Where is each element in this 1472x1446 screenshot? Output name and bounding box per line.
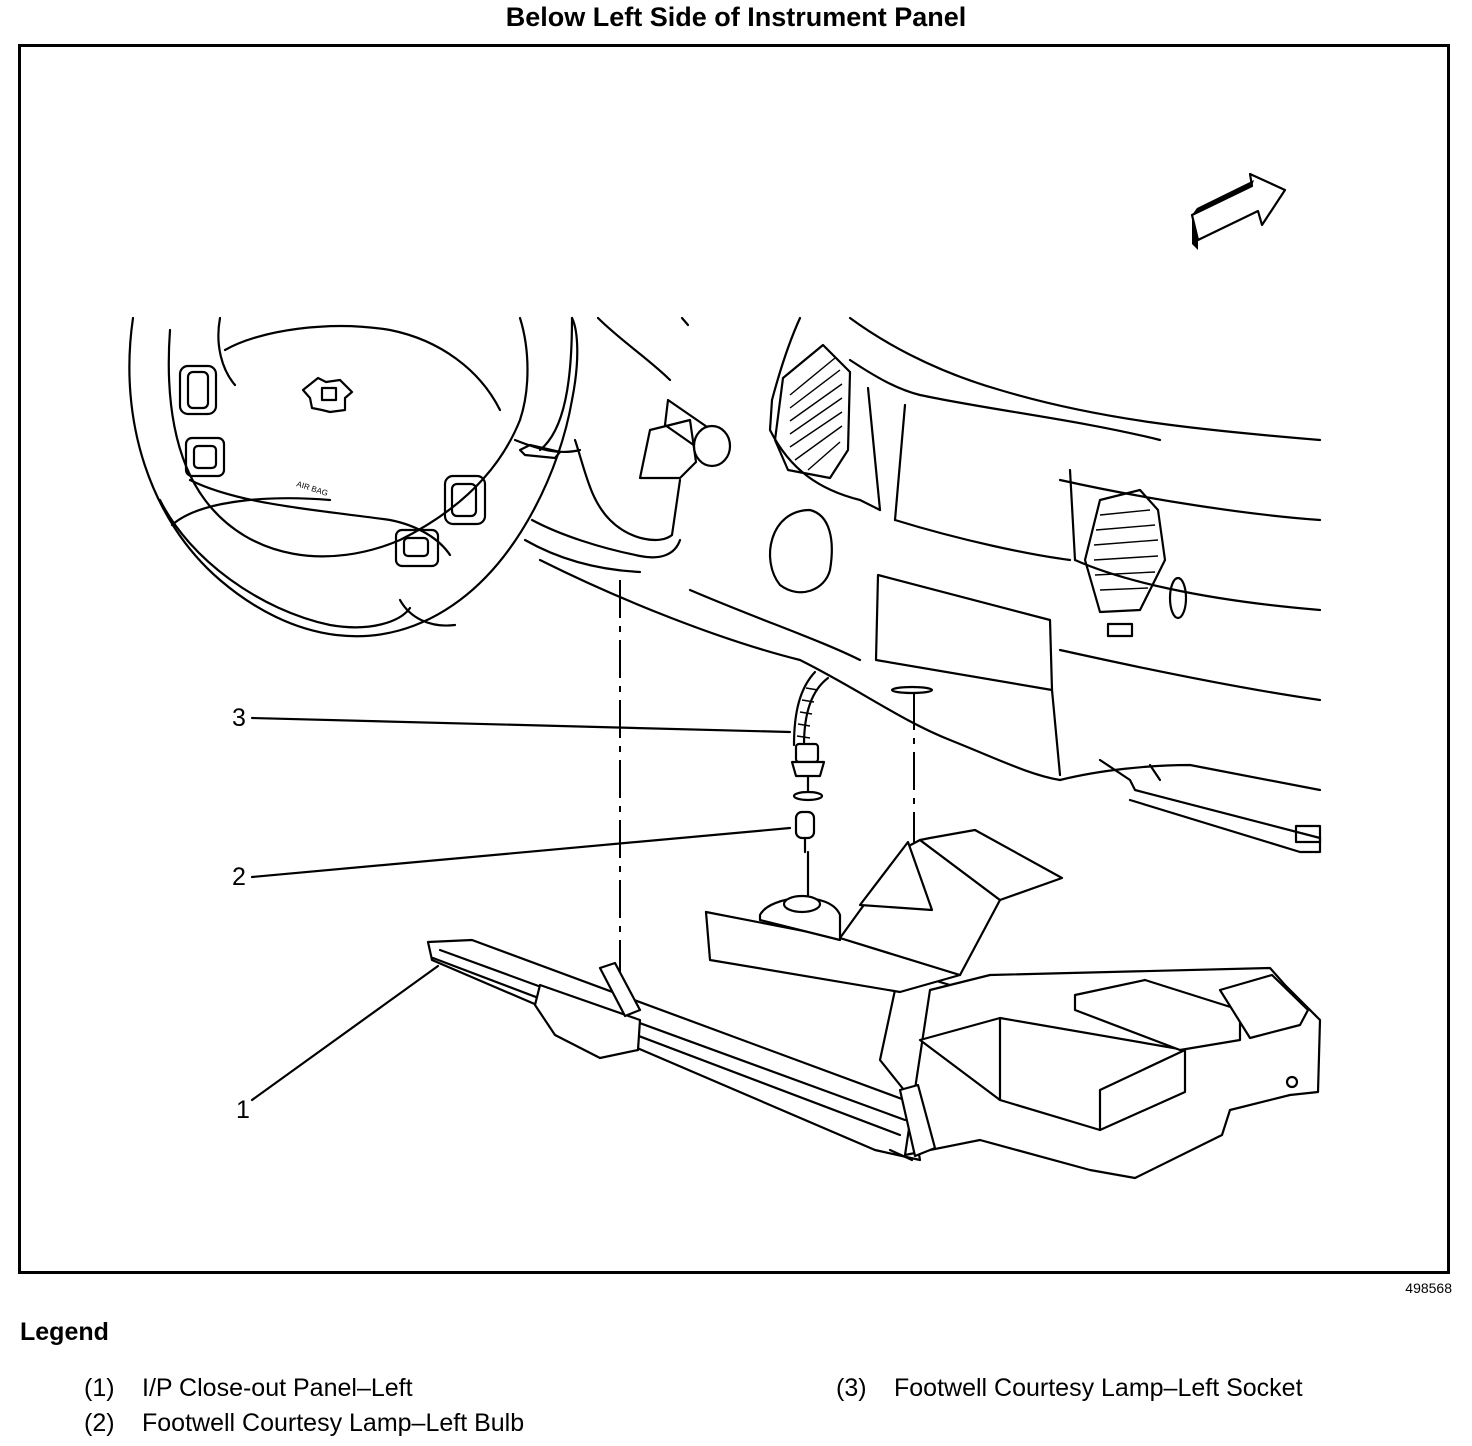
legend-item-label: Footwell Courtesy Lamp–Left Socket [894,1374,1303,1402]
callout-2: 2 [232,863,246,891]
legend-item-label: I/P Close-out Panel–Left [142,1374,413,1402]
figure-id: 498568 [1405,1280,1452,1296]
close-out-panel [426,828,1322,1180]
legend-item-number: (2) [84,1409,115,1437]
air-bag-label: AIR BAG [295,479,329,498]
diagram-frame [18,44,1450,1274]
callout-3: 3 [232,704,246,732]
footwell-lamp-socket [790,670,830,802]
legend-item-label: Footwell Courtesy Lamp–Left Bulb [142,1409,525,1437]
forward-direction-arrow-icon [1190,172,1287,250]
steering-column [513,316,732,574]
legend-item-number: (1) [84,1374,115,1402]
legend-item: (2) Footwell Courtesy Lamp–Left Bulb [84,1409,524,1438]
callout-leaders [250,716,792,1102]
page-title: Below Left Side of Instrument Panel [505,2,967,32]
legend-item: (3) Footwell Courtesy Lamp–Left Socket [836,1374,1303,1403]
callout-1: 1 [236,1096,250,1124]
instrument-panel-body [538,316,1322,854]
legend-heading: Legend [20,1318,109,1346]
footwell-lamp-bulb [794,810,816,854]
legend-item-number: (3) [836,1374,867,1402]
instrument-panel-illustration: AIR BAG [128,172,1322,1180]
legend-item: (1) I/P Close-out Panel–Left [84,1374,413,1403]
steering-wheel: AIR BAG [128,316,579,638]
